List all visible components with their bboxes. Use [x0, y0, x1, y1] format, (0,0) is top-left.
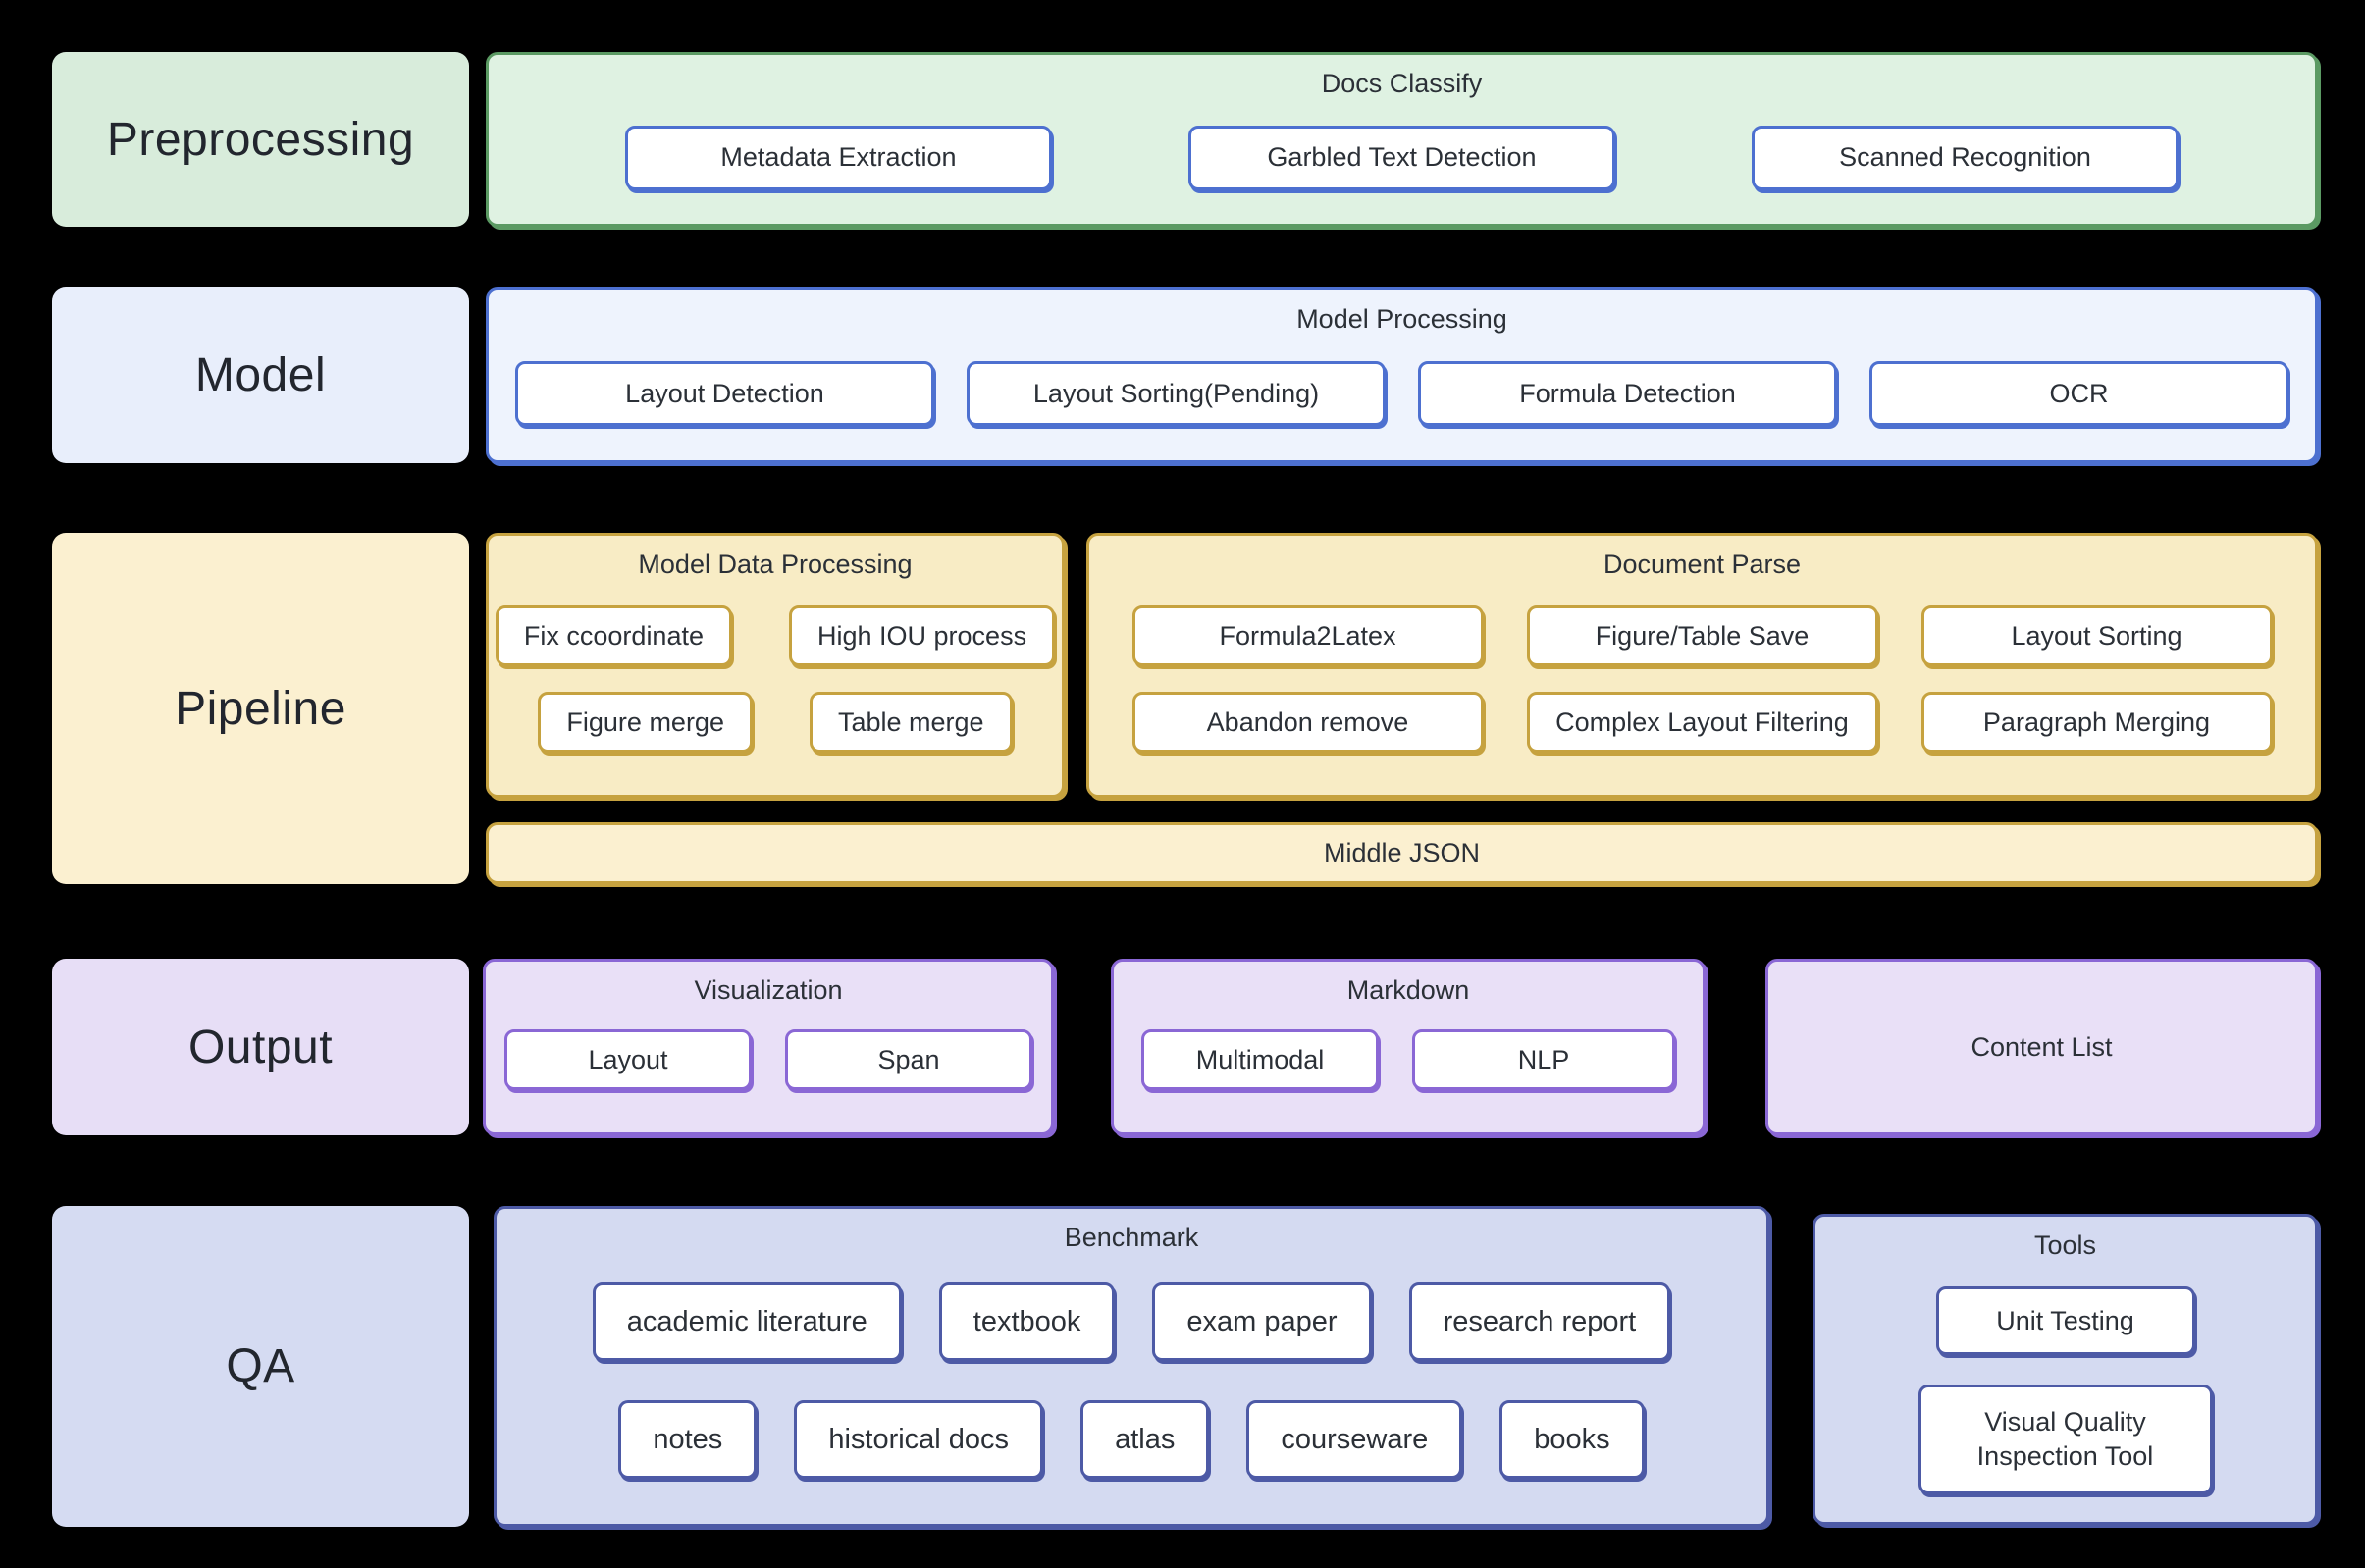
row-label-model: Model: [52, 287, 469, 463]
markdown-title: Markdown: [1346, 975, 1470, 1005]
node-layout-sorting: Layout Sorting: [1920, 605, 2273, 666]
node-nlp: NLP: [1412, 1029, 1675, 1090]
benchmark-container: Benchmark academic literature textbook e…: [494, 1206, 1769, 1527]
benchmark-nodes-row-2: notes historical docs atlas courseware b…: [497, 1400, 1766, 1479]
node-notes: notes: [618, 1400, 758, 1479]
document-parse-nodes-row-2: Abandon remove Complex Layout Filtering …: [1089, 692, 2315, 753]
node-ocr: OCR: [1869, 361, 2288, 426]
content-list-container: Content List: [1765, 959, 2318, 1135]
node-atlas: atlas: [1080, 1400, 1210, 1479]
row-label-qa: QA: [52, 1206, 469, 1527]
node-visual-quality-inspection-tool: Visual Quality Inspection Tool: [1918, 1385, 2213, 1494]
node-layout-sorting-pending: Layout Sorting(Pending): [967, 361, 1386, 426]
visualization-title: Visualization: [694, 975, 843, 1005]
node-historical-docs: historical docs: [794, 1400, 1044, 1479]
node-layout-detection: Layout Detection: [515, 361, 934, 426]
node-formula2latex: Formula2Latex: [1131, 605, 1484, 666]
model-processing-nodes: Layout Detection Layout Sorting(Pending)…: [489, 335, 2315, 460]
node-books: books: [1499, 1400, 1645, 1479]
model-data-processing-container: Model Data Processing Fix ccoordinate Hi…: [486, 533, 1065, 798]
node-fix-ccoordinate: Fix ccoordinate: [495, 605, 732, 666]
node-layout: Layout: [504, 1029, 752, 1090]
model-data-processing-title: Model Data Processing: [638, 549, 913, 579]
node-abandon-remove: Abandon remove: [1131, 692, 1484, 753]
node-courseware: courseware: [1246, 1400, 1463, 1479]
node-figure-table-save: Figure/Table Save: [1526, 605, 1878, 666]
row-label-output: Output: [52, 959, 469, 1135]
node-unit-testing: Unit Testing: [1935, 1286, 2195, 1355]
node-metadata-extraction: Metadata Extraction: [625, 125, 1052, 190]
markdown-nodes: Multimodal NLP: [1114, 1029, 1703, 1090]
model-processing-container: Model Processing Layout Detection Layout…: [486, 287, 2318, 463]
content-list-title: Content List: [1971, 1031, 2113, 1062]
node-table-merge: Table merge: [809, 692, 1013, 753]
node-formula-detection: Formula Detection: [1418, 361, 1837, 426]
node-paragraph-merging: Paragraph Merging: [1920, 692, 2273, 753]
node-complex-layout-filtering: Complex Layout Filtering: [1526, 692, 1878, 753]
visualization-nodes: Layout Span: [486, 1029, 1051, 1090]
node-textbook: textbook: [938, 1282, 1116, 1361]
mdp-nodes-row-2: Figure merge Table merge: [489, 692, 1062, 753]
benchmark-title: Benchmark: [1064, 1223, 1199, 1252]
node-academic-literature: academic literature: [592, 1282, 902, 1361]
document-parse-nodes-row-1: Formula2Latex Figure/Table Save Layout S…: [1089, 605, 2315, 666]
document-parse-container: Document Parse Formula2Latex Figure/Tabl…: [1086, 533, 2318, 798]
benchmark-nodes-row-1: academic literature textbook exam paper …: [497, 1282, 1766, 1361]
model-processing-title: Model Processing: [1296, 304, 1507, 334]
row-label-preprocessing: Preprocessing: [52, 52, 469, 227]
markdown-container: Markdown Multimodal NLP: [1111, 959, 1706, 1135]
docs-classify-title: Docs Classify: [1321, 69, 1483, 98]
middle-json-bar: Middle JSON: [486, 822, 2318, 884]
row-label-pipeline: Pipeline: [52, 533, 469, 884]
middle-json-title: Middle JSON: [1323, 838, 1481, 867]
tools-container: Tools Unit Testing Visual Quality Inspec…: [1813, 1214, 2318, 1525]
visualization-container: Visualization Layout Span: [483, 959, 1054, 1135]
node-research-report: research report: [1408, 1282, 1671, 1361]
mdp-nodes-row-1: Fix ccoordinate High IOU process: [489, 605, 1062, 666]
docs-classify-container: Docs Classify Metadata Extraction Garble…: [486, 52, 2318, 227]
node-multimodal: Multimodal: [1141, 1029, 1379, 1090]
tools-title: Tools: [2033, 1230, 2097, 1260]
node-figure-merge: Figure merge: [538, 692, 753, 753]
docs-classify-nodes: Metadata Extraction Garbled Text Detecti…: [489, 99, 2315, 224]
node-span: Span: [785, 1029, 1032, 1090]
node-exam-paper: exam paper: [1152, 1282, 1372, 1361]
document-parse-title: Document Parse: [1603, 549, 1802, 579]
node-garbled-text-detection: Garbled Text Detection: [1188, 125, 1615, 190]
node-high-iou-process: High IOU process: [789, 605, 1056, 666]
node-scanned-recognition: Scanned Recognition: [1752, 125, 2179, 190]
